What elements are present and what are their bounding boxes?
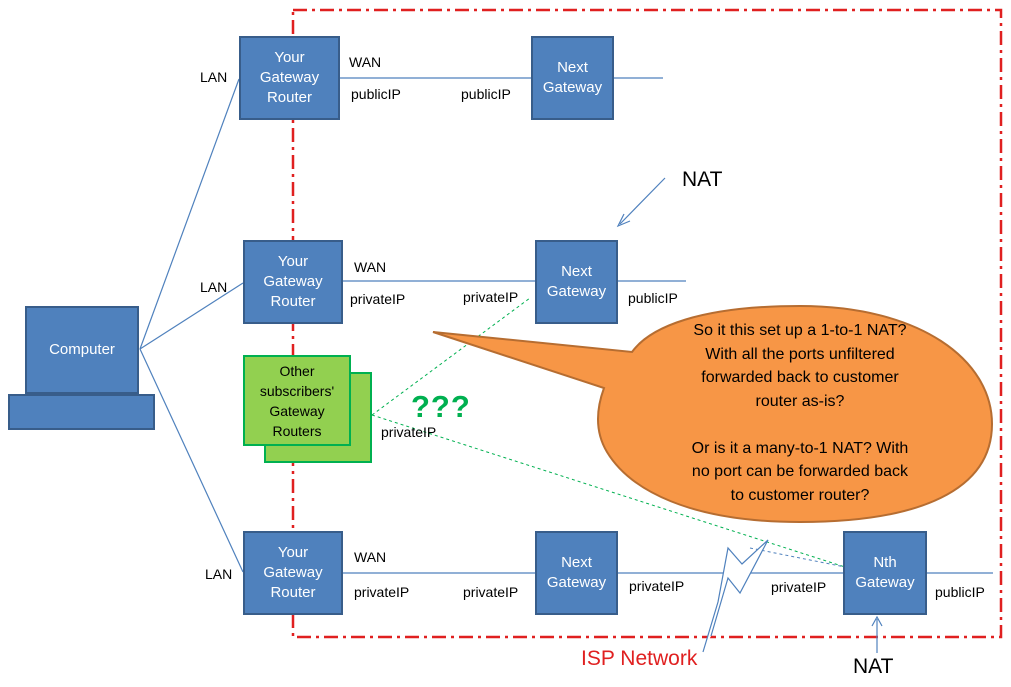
ip-label-3b: privateIP <box>463 584 519 600</box>
next-gateway-3: Next Gateway <box>535 531 618 615</box>
lan-label-2: LAN <box>200 279 228 295</box>
next-gateway-label-3: Next Gateway <box>546 554 607 591</box>
lan-label-3: LAN <box>205 566 233 582</box>
nat-label-2: NAT <box>682 168 723 191</box>
bubble-line: With all the ports unfiltered <box>705 345 895 363</box>
speech-bubble <box>432 304 994 524</box>
next-gateway-label-1: Next Gateway <box>542 59 603 96</box>
ip-label-3a: privateIP <box>354 584 410 600</box>
wan-label-3: WAN <box>354 549 387 565</box>
subscriber-router-front: Other subscribers' Gateway Routers <box>243 355 351 446</box>
ip-label-2c: publicIP <box>628 290 678 306</box>
wan-label-1: WAN <box>349 54 382 70</box>
nat-arrow-2 <box>619 177 666 225</box>
subscriber-ip-label: privateIP <box>381 424 437 440</box>
bubble-line: router as-is? <box>755 392 845 410</box>
wan-label-2: WAN <box>354 259 387 275</box>
ip-label-3e: publicIP <box>935 584 985 600</box>
lan-line-3 <box>139 348 244 573</box>
next-gateway-label-2: Next Gateway <box>546 263 607 300</box>
question-marks: ??? <box>411 389 471 424</box>
bubble-line: forwarded back to customer <box>701 369 899 386</box>
ip-label-3d: privateIP <box>771 579 827 595</box>
dashed-link-blue <box>749 547 846 568</box>
ip-label-2a: privateIP <box>350 291 406 307</box>
bubble-line: to customer router? <box>730 486 870 504</box>
next-gateway-1: Next Gateway <box>531 36 614 120</box>
dashed-link-next <box>371 297 531 416</box>
nat-label-3: NAT <box>853 655 894 678</box>
computer-base <box>8 394 155 430</box>
nat-arrowhead-3 <box>871 615 883 627</box>
bubble-line: no port can be forwarded back <box>691 463 909 480</box>
bubble-text: So it this set up a 1-to-1 NAT? With all… <box>640 319 960 507</box>
gateway-router-2: Your Gateway Router <box>243 240 343 324</box>
next-gateway-2: Next Gateway <box>535 240 618 324</box>
computer-screen: Computer <box>25 306 139 394</box>
subscriber-label: Other subscribers' Gateway Routers <box>259 362 335 439</box>
gateway-router-label-1: Your Gateway Router <box>259 49 320 106</box>
ip-label-1b: publicIP <box>461 86 511 102</box>
isp-network-label: ISP Network <box>581 647 698 670</box>
network-break-icon <box>702 539 769 653</box>
lan-line-2 <box>139 282 244 350</box>
bubble-line: Or is it a many-to-1 NAT? With <box>691 439 909 457</box>
ip-label-2b: privateIP <box>463 289 519 305</box>
gateway-router-label-3: Your Gateway Router <box>263 544 323 601</box>
gateway-router-1: Your Gateway Router <box>239 36 340 120</box>
ip-label-1a: publicIP <box>351 86 401 102</box>
bubble-line: So it this set up a 1-to-1 NAT? <box>693 322 907 339</box>
nat-arrowhead-2 <box>616 213 631 228</box>
lan-label-1: LAN <box>200 69 228 85</box>
ip-label-3c: privateIP <box>629 578 685 594</box>
gateway-router-label-2: Your Gateway Router <box>263 253 323 310</box>
computer-label: Computer <box>49 341 115 358</box>
bubble-line <box>640 413 960 437</box>
gateway-router-3: Your Gateway Router <box>243 531 343 615</box>
nth-gateway-label: Nth Gateway <box>855 554 915 591</box>
nth-gateway: Nth Gateway <box>843 531 927 615</box>
lan-line-1 <box>139 78 240 350</box>
